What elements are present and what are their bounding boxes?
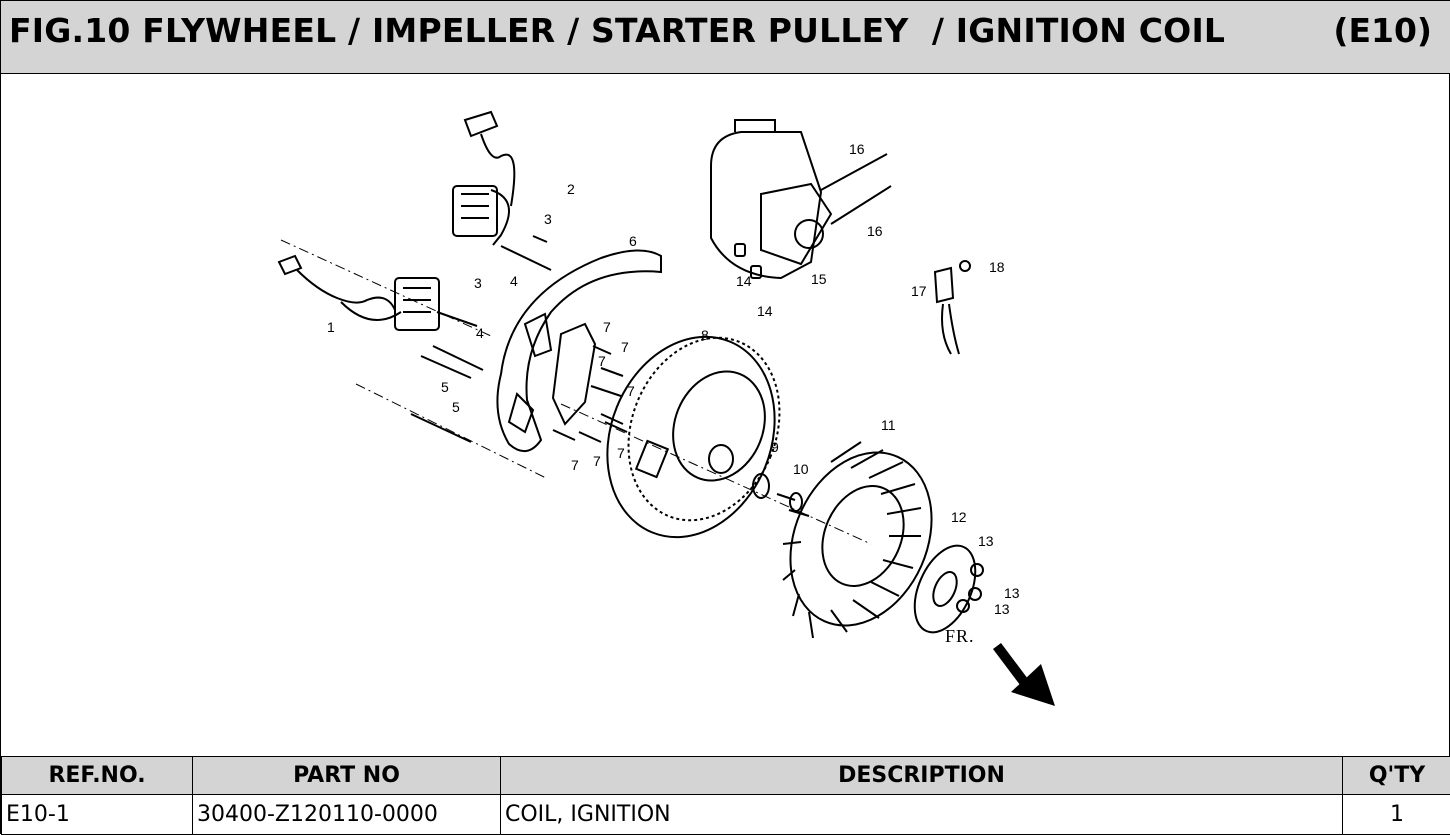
col-header-description: DESCRIPTION — [501, 757, 1343, 795]
table-header-row: REF.NO. PART NO DESCRIPTION Q'TY — [2, 757, 1450, 795]
callout-number: 18 — [989, 259, 1005, 275]
part-no-cell: 30400-Z120110-0000 — [193, 795, 501, 835]
callout-number: 4 — [476, 325, 484, 341]
callout-number: 9 — [771, 439, 779, 455]
callout-number: 3 — [474, 275, 482, 291]
callout-number: 2 — [567, 181, 575, 197]
callout-number: 16 — [867, 223, 883, 239]
callout-number: 7 — [593, 453, 601, 469]
table-row: E10-1 30400-Z120110-0000 COIL, IGNITION … — [2, 795, 1450, 835]
figure-header: FIG.10 FLYWHEEL / IMPELLER / STARTER PUL… — [1, 0, 1450, 74]
callout-number: 13 — [978, 533, 994, 549]
col-header-ref-no: REF.NO. — [2, 757, 193, 795]
front-direction-label: FR. — [945, 626, 975, 646]
callout-number: 5 — [452, 399, 460, 415]
figure-code: (E10) — [1333, 11, 1432, 50]
parts-table: REF.NO. PART NO DESCRIPTION Q'TY E10-1 3… — [1, 756, 1450, 835]
callout-number: 14 — [736, 273, 752, 289]
callout-number: 7 — [603, 319, 611, 335]
callout-number: 3 — [544, 211, 552, 227]
description-cell: COIL, IGNITION — [501, 795, 1343, 835]
qty-cell: 1 — [1343, 795, 1450, 835]
ref-no-cell: E10-1 — [2, 795, 193, 835]
callout-number: 10 — [793, 461, 809, 477]
callout-number: 5 — [441, 379, 449, 395]
callout-number: 1 — [327, 319, 335, 335]
callout-number: 13 — [994, 601, 1010, 617]
callout-number: 6 — [629, 233, 637, 249]
callout-number: 16 — [849, 141, 865, 157]
callout-number: 7 — [617, 445, 625, 461]
callout-number: 12 — [951, 509, 967, 525]
col-header-qty: Q'TY — [1343, 757, 1450, 795]
callout-number: 7 — [627, 383, 635, 399]
col-header-part-no: PART NO — [193, 757, 501, 795]
callout-number: 8 — [701, 327, 709, 343]
callout-number: 15 — [811, 271, 827, 287]
callout-number: 11 — [881, 417, 896, 433]
callout-number: 7 — [571, 457, 579, 473]
callout-number: 7 — [598, 353, 606, 369]
callout-number: 7 — [621, 339, 629, 355]
callout-number: 17 — [911, 283, 927, 299]
callout-number: 4 — [510, 273, 518, 289]
figure-title: FIG.10 FLYWHEEL / IMPELLER / STARTER PUL… — [9, 11, 1225, 50]
callout-number: 13 — [1004, 585, 1020, 601]
callout-number: 14 — [757, 303, 773, 319]
